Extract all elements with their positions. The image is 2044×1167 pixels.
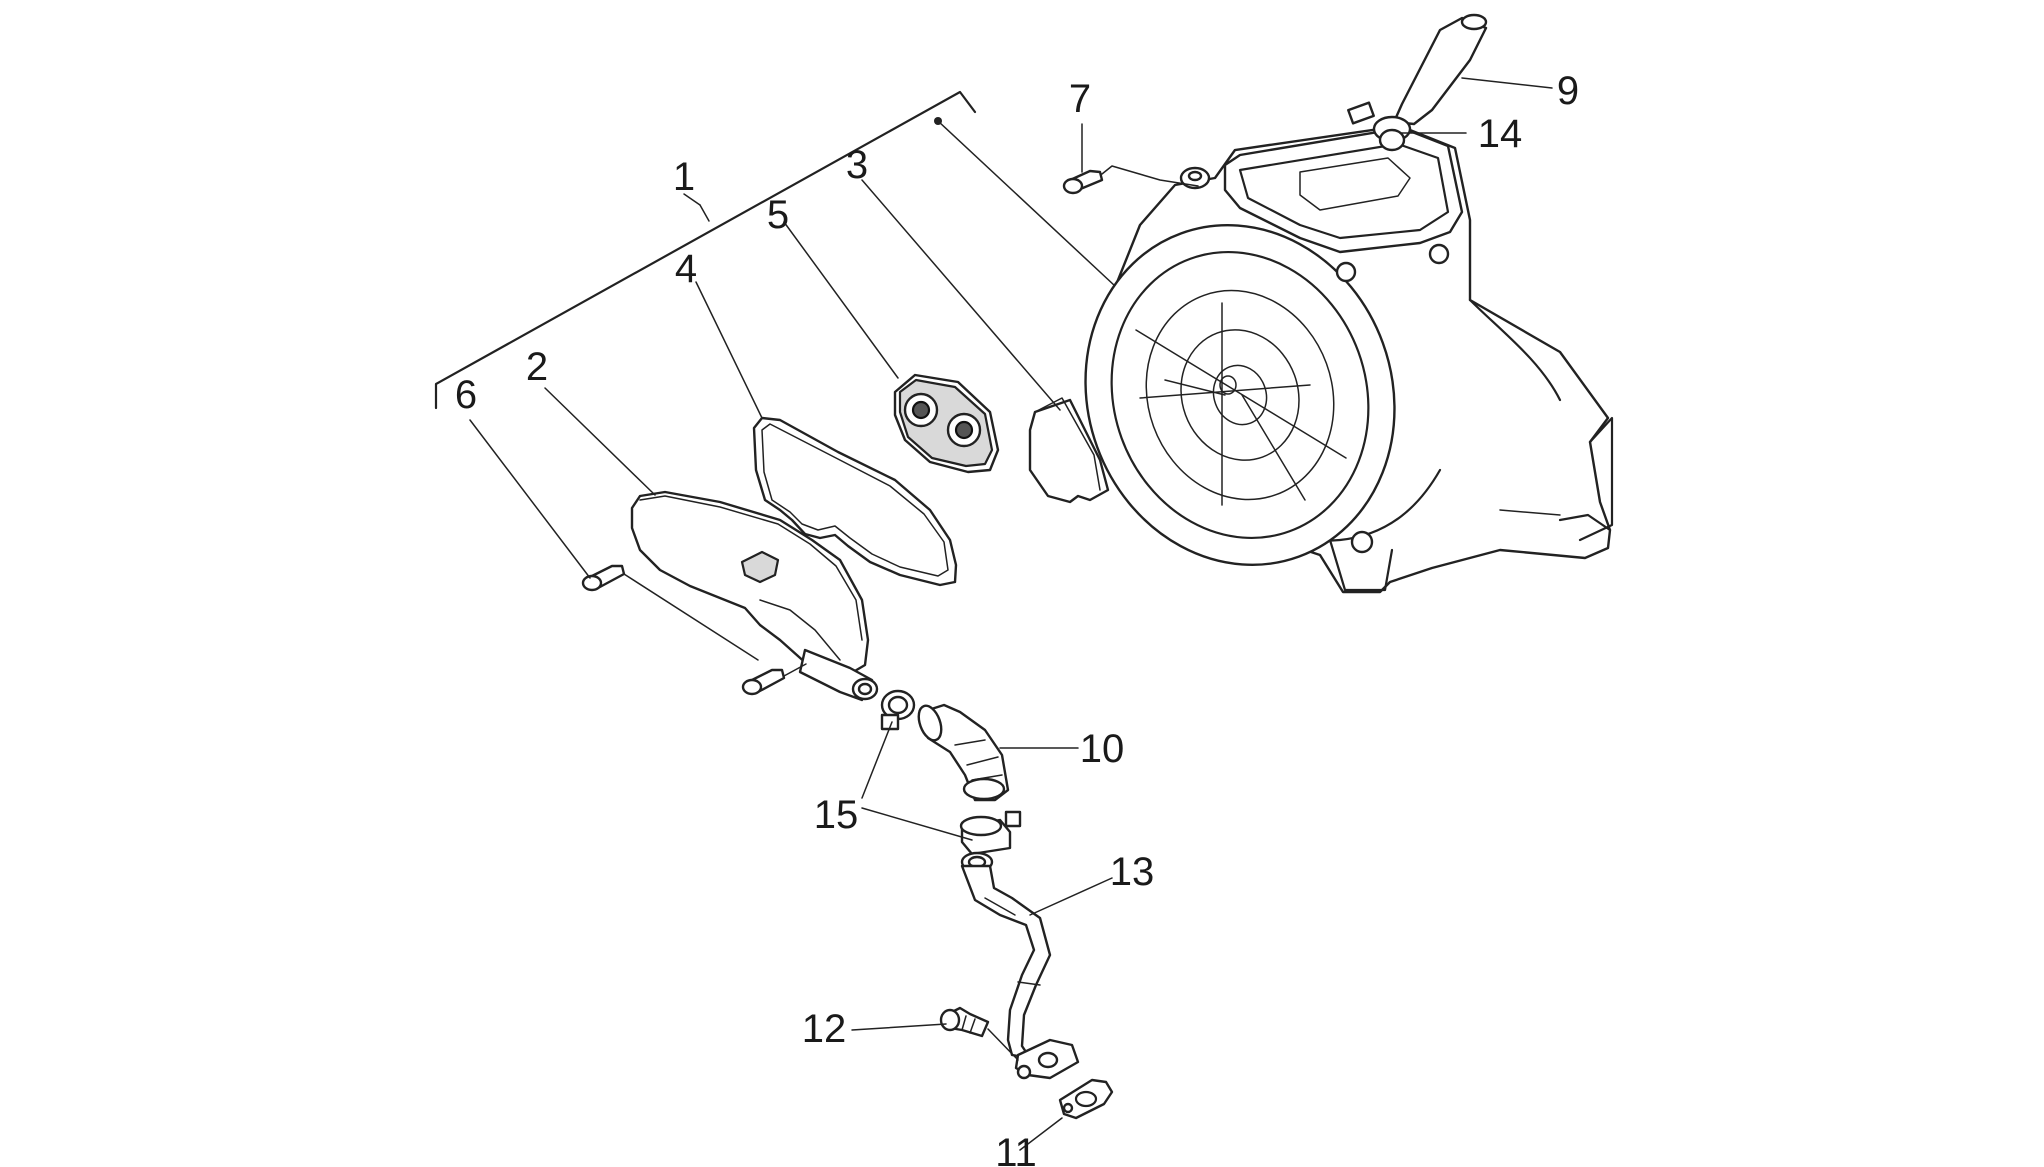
part-15-clamp-upper [880, 689, 916, 731]
part-4-gasket [752, 416, 958, 587]
part-14-clamp [1347, 101, 1412, 152]
part-15-clamp-lower [959, 810, 1022, 856]
callout-5: 5 [767, 193, 789, 237]
callout-11: 11 [995, 1131, 1037, 1167]
fan-housing [1084, 124, 1614, 594]
leader-lines [469, 77, 1553, 1151]
callout-15: 15 [814, 793, 859, 837]
part-13-pipe [960, 851, 1080, 1080]
part-3-seal [1028, 397, 1110, 504]
callout-9: 9 [1557, 69, 1579, 113]
callout-labels: 1 2 3 4 5 6 7 9 10 11 12 13 14 15 [455, 69, 1579, 1167]
callout-2: 2 [526, 345, 548, 389]
callout-7: 7 [1069, 77, 1091, 121]
callout-4: 4 [675, 247, 697, 291]
part-2-cover [630, 490, 879, 702]
group-bracket-1 [434, 90, 1116, 410]
callout-1: 1 [673, 155, 695, 199]
part-10-elbow [917, 703, 1010, 802]
callout-6: 6 [455, 373, 477, 417]
callout-12: 12 [802, 1007, 847, 1051]
part-6-screws [581, 564, 807, 696]
part-7-screw [1062, 165, 1199, 195]
part-9-hose [1392, 13, 1488, 126]
part-12-bolt [939, 1006, 1019, 1061]
callout-13: 13 [1110, 850, 1155, 894]
callout-10: 10 [1080, 727, 1125, 771]
callout-14: 14 [1478, 112, 1523, 156]
part-11-gasket [1058, 1078, 1114, 1120]
part-5-filter [893, 373, 1000, 474]
callout-3: 3 [846, 143, 868, 187]
